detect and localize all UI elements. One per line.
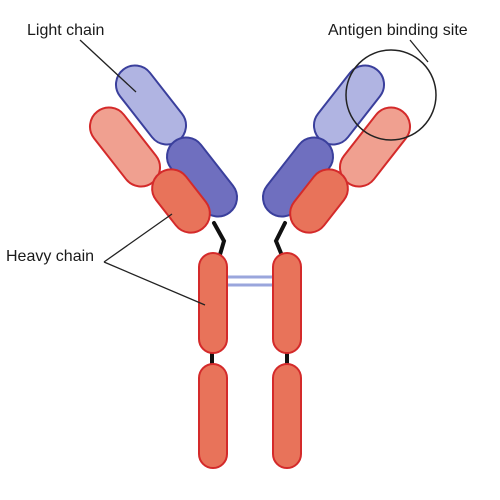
antigen-binding-site-label: Antigen binding site <box>328 22 468 39</box>
antigen-site-leader <box>409 39 429 63</box>
left-heavy-chain-ch3 <box>198 363 228 469</box>
right-heavy-chain-ch2 <box>272 252 302 354</box>
antigen-binding-site-circle <box>345 49 437 141</box>
left-heavy-chain-ch2 <box>198 252 228 354</box>
left-hinge <box>212 221 227 260</box>
left-heavy-chain-ch1 <box>151 168 211 234</box>
right-hinge <box>273 221 287 260</box>
leader-lines <box>79 39 429 306</box>
heavy-chain-leader-upper <box>103 213 173 263</box>
light-chain-leader <box>79 39 137 93</box>
heavy-chain-label: Heavy chain <box>6 248 95 265</box>
right-heavy-chain-ch3 <box>272 363 302 469</box>
heavy-chain-leader-lower <box>103 261 206 306</box>
right-heavy-chain-ch1 <box>289 168 349 234</box>
light-chain-label: Light chain <box>27 22 105 39</box>
